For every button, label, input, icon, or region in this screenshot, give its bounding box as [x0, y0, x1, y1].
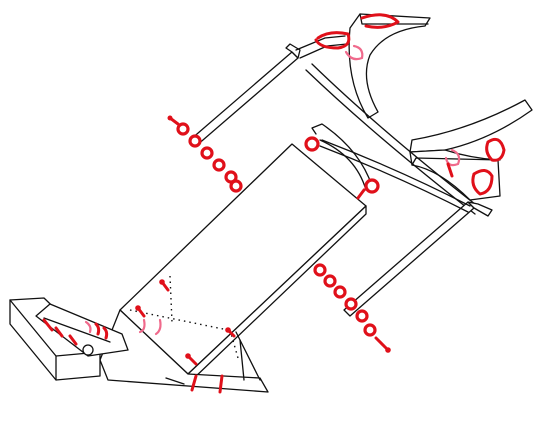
- left-cradle: [9, 297, 129, 381]
- right-bracket-marks: [444, 137, 506, 196]
- box-corner-rings: [304, 136, 380, 200]
- chain-of-rings-icon: [313, 263, 391, 353]
- upper-rod: [189, 43, 301, 147]
- side-strap: [311, 123, 471, 213]
- base-plate: [99, 309, 269, 393]
- lower-rod: [343, 201, 493, 317]
- upper-arc-bracket: [348, 13, 431, 119]
- right-arc-bracket: [409, 99, 533, 201]
- board-pins: [135, 279, 236, 394]
- dotted-guides: [129, 275, 239, 359]
- upper-clamp-marks: [314, 13, 400, 61]
- curved-strap: [305, 63, 481, 215]
- chain-of-rings-icon: [167, 115, 243, 193]
- cradle-marks: [42, 318, 109, 346]
